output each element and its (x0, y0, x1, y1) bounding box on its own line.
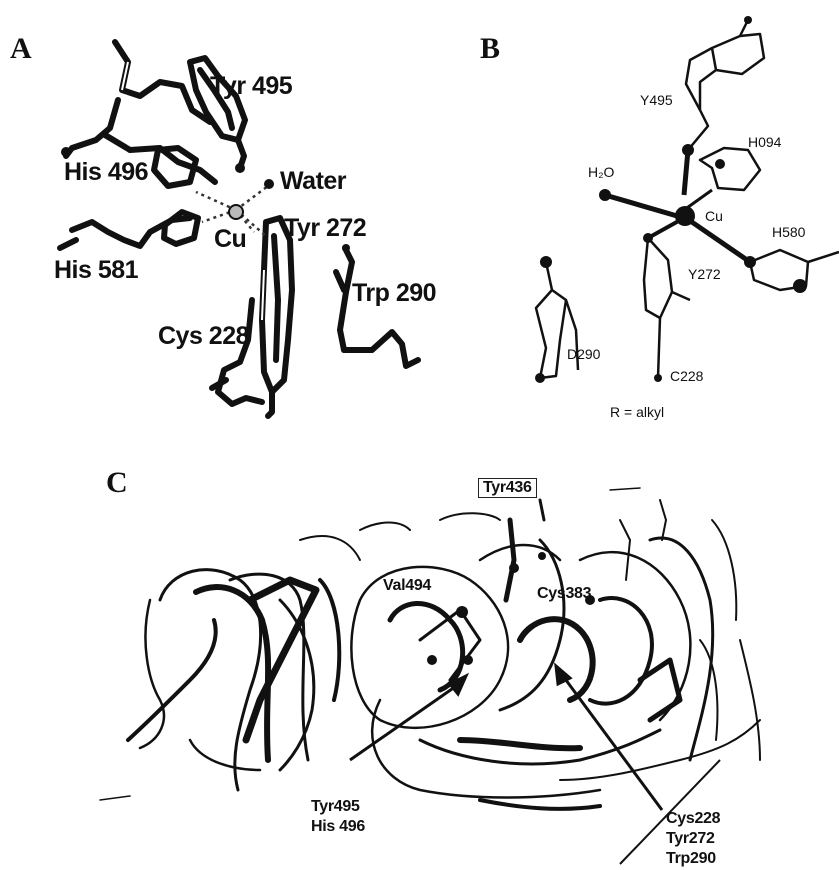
label-tyr272-c: Tyr272 (666, 830, 715, 848)
label-cys383: Cys383 (537, 585, 591, 603)
label-his496-c: His 496 (311, 818, 365, 836)
label-val494: Val494 (383, 577, 431, 595)
label-cys228-c: Cys228 (666, 810, 720, 828)
label-tyr495-c: Tyr495 (311, 798, 360, 816)
label-trp290-c: Trp290 (666, 850, 716, 868)
label-tyr436: Tyr436 (478, 478, 537, 498)
